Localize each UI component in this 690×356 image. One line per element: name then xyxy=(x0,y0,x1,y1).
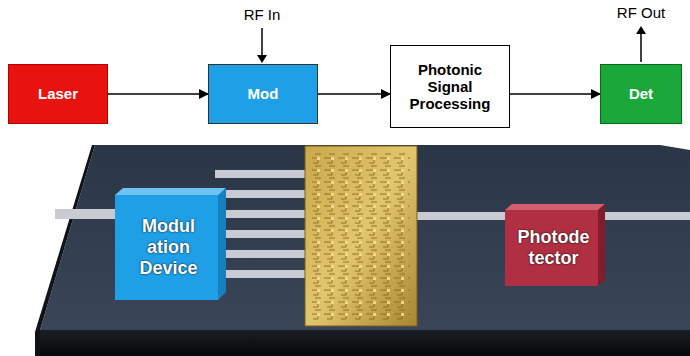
detector-box: Det xyxy=(600,64,682,124)
signal-arrow xyxy=(318,93,390,95)
node-label: Det xyxy=(629,85,653,102)
pd-block-side xyxy=(598,204,605,286)
mod-block-top xyxy=(115,188,226,195)
signal-arrow xyxy=(108,93,208,95)
signal-arrow xyxy=(510,93,600,95)
processing-box: Photonic Signal Processing xyxy=(390,45,510,128)
node-label: Mod xyxy=(248,85,279,102)
photodetector: Photode tector xyxy=(506,211,601,285)
mod-block-face xyxy=(115,195,218,300)
substrate-side xyxy=(35,145,95,356)
laser-box: Laser xyxy=(8,64,108,124)
photonic-chip xyxy=(305,146,417,326)
signal-label: RF In xyxy=(244,6,281,23)
node-label: Photode tector xyxy=(510,227,597,268)
modulation-device: Modul ation Device xyxy=(117,197,220,298)
substrate-top xyxy=(40,145,690,330)
pd-block-face xyxy=(505,210,598,286)
substrate-front xyxy=(40,330,690,356)
pd-block-top xyxy=(505,204,605,210)
node-label: Modul ation Device xyxy=(121,216,216,278)
chip-circuit xyxy=(312,152,410,320)
modulator-box: Mod xyxy=(208,64,318,124)
node-label: Laser xyxy=(38,85,78,102)
signal-label: RF Out xyxy=(617,4,665,21)
mod-block-side xyxy=(218,188,226,300)
node-label: Photonic Signal Processing xyxy=(395,61,505,113)
